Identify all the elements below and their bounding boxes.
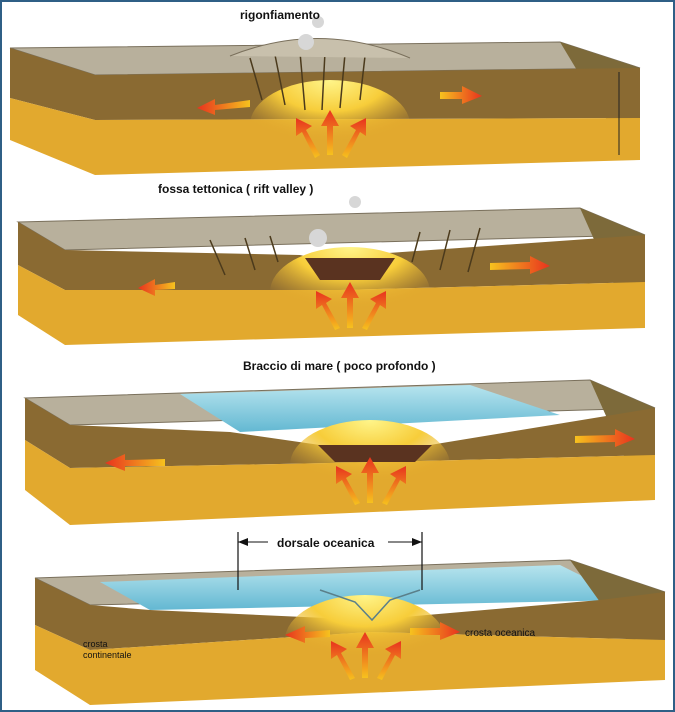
label-dorsale-oceanica: dorsale oceanica — [277, 536, 375, 550]
block4-ridge — [319, 589, 421, 622]
block3-arrow-left — [105, 454, 165, 471]
block-fossa-tettonica — [16, 196, 646, 345]
block4-crust — [35, 578, 665, 650]
block1-heat-arrows — [296, 110, 366, 158]
block1-smoke-icon — [312, 16, 324, 28]
block2-smoke-icon — [349, 196, 361, 208]
block3-arrow-right — [575, 429, 635, 447]
block4-arrow-left — [285, 626, 330, 643]
label-rigonfiamento: rigonfiamento — [240, 8, 320, 22]
block1-bulge — [229, 38, 411, 59]
dorsale-label-bg — [268, 535, 388, 549]
block1-smoke-icon — [298, 34, 314, 50]
dorsale-bracket-arrowhead-left — [238, 538, 248, 546]
block3-sea-water — [180, 385, 560, 432]
block-braccio-di-mare — [23, 379, 656, 525]
block2-arrow-left — [138, 279, 175, 296]
block4-ocean-water — [100, 565, 630, 610]
block-rigonfiamento — [9, 16, 641, 175]
label-fossa-tettonica: fossa tettonica ( rift valley ) — [158, 182, 313, 196]
block2-crust — [18, 222, 645, 290]
label-braccio-di-mare: Braccio di mare ( poco profondo ) — [243, 359, 436, 373]
label-crosta-oceanica: crosta oceanica — [465, 628, 535, 639]
block4-heat-arrows — [331, 632, 401, 680]
block-dorsale-oceanica — [34, 532, 666, 705]
block4-arrow-right — [410, 622, 460, 640]
block1-fractures — [249, 51, 366, 111]
block1-arrow-left — [197, 99, 250, 115]
label-crosta-continentale: crosta continentale — [83, 639, 132, 660]
block3-crust — [25, 398, 655, 468]
block2-heat-arrows — [316, 282, 386, 330]
block3-rift-floor — [318, 445, 432, 462]
dorsale-bracket-arrowhead-right — [412, 538, 422, 546]
block2-rift-floor — [305, 258, 395, 280]
block2-arrow-right — [490, 256, 550, 274]
block2-smoke-icon — [309, 229, 327, 247]
block1-arrow-right — [440, 86, 482, 104]
block3-heat-arrows — [336, 457, 406, 505]
block2-faults — [209, 227, 481, 276]
